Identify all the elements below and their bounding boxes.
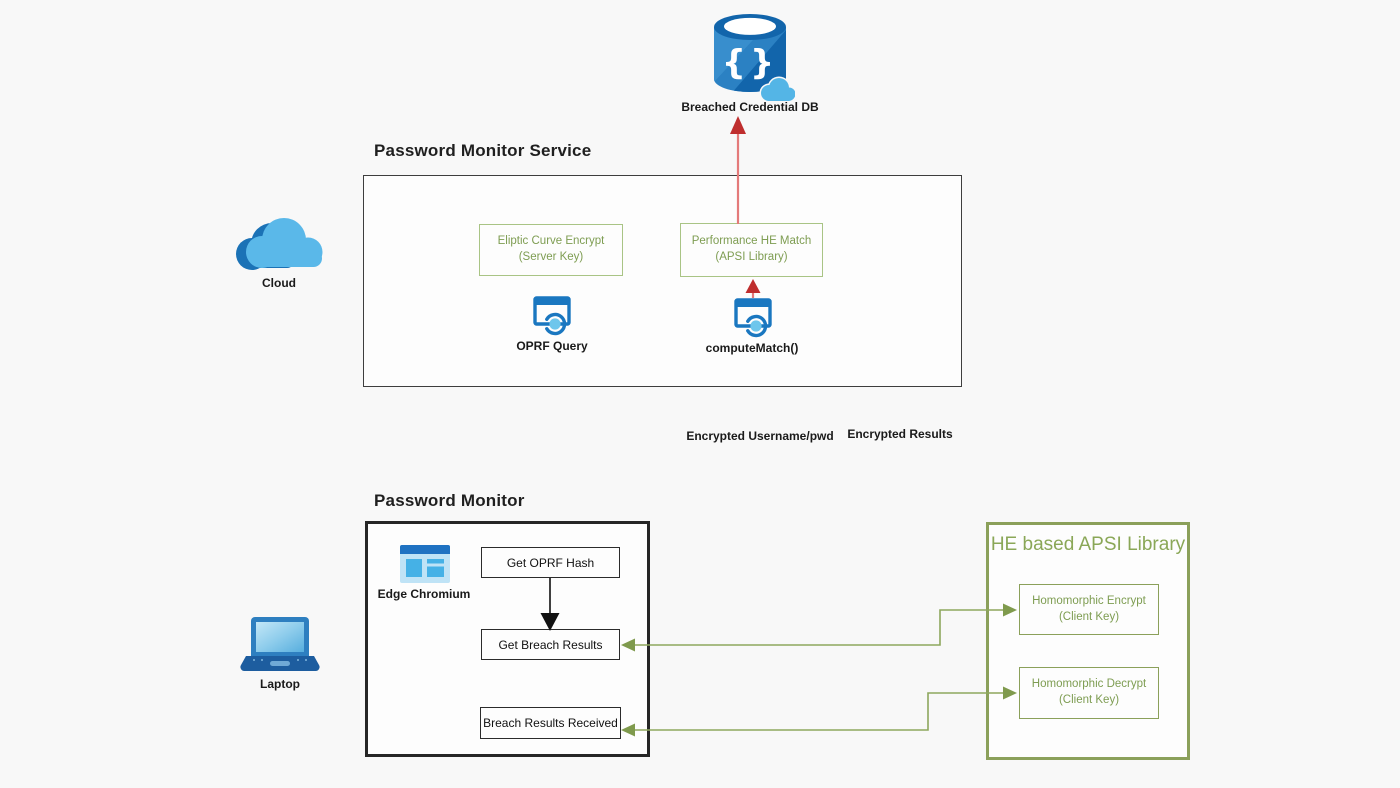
client-title: Password Monitor [374,491,525,510]
performance-he-match-line1: Performance HE Match [691,235,812,248]
encrypted-results-label: Encrypted Results [847,427,953,441]
breach-results-received-box: Breach Results Received [480,707,621,739]
edge-chromium-icon [399,544,451,584]
get-oprf-hash-label: Get OPRF Hash [506,555,595,570]
oprf-query-api-icon [532,293,572,337]
laptop-icon [238,616,322,674]
performance-he-match-line2: (APSI Library) [715,251,788,263]
service-box [363,175,962,387]
elliptic-curve-encrypt-line2: (Server Key) [518,251,584,263]
homomorphic-decrypt-line2: (Client Key) [1058,694,1120,706]
breach-results-received-label: Breach Results Received [483,716,618,730]
laptop-label: Laptop [260,677,300,691]
apsi-library-title: HE based APSI Library [990,534,1186,555]
encrypted-username-label: Encrypted Username/pwd [686,429,834,443]
service-title: Password Monitor Service [374,141,592,160]
apsi-library-box [986,522,1190,760]
oprf-query-label: OPRF Query [516,339,588,353]
cloud-icon [226,210,332,274]
get-breach-results-box: Get Breach Results [481,629,620,660]
homomorphic-encrypt-box: Homomorphic Encrypt (Client Key) [1019,584,1159,635]
database-icon: {} [705,10,795,102]
arrow-breach-encrypt [621,603,1017,652]
get-breach-results-label: Get Breach Results [498,637,603,652]
homomorphic-decrypt-box: Homomorphic Decrypt (Client Key) [1019,667,1159,719]
svg-text:{}: {} [722,43,778,83]
cloud-label: Cloud [262,276,296,290]
compute-match-api-icon [733,295,773,339]
homomorphic-encrypt-line1: Homomorphic Encrypt [1032,594,1146,607]
get-oprf-hash-box: Get OPRF Hash [481,547,620,578]
database-label: Breached Credential DB [681,100,819,114]
arrow-received-decrypt [621,686,1017,737]
elliptic-curve-encrypt-box: Eliptic Curve Encrypt (Server Key) [479,224,623,276]
edge-chromium-label: Edge Chromium [377,587,471,601]
homomorphic-encrypt-line2: (Client Key) [1058,610,1120,623]
performance-he-match-box: Performance HE Match (APSI Library) [680,223,823,277]
homomorphic-decrypt-line1: Homomorphic Decrypt [1031,678,1147,691]
compute-match-label: computeMatch() [705,341,799,355]
elliptic-curve-encrypt-line1: Eliptic Curve Encrypt [497,235,605,248]
